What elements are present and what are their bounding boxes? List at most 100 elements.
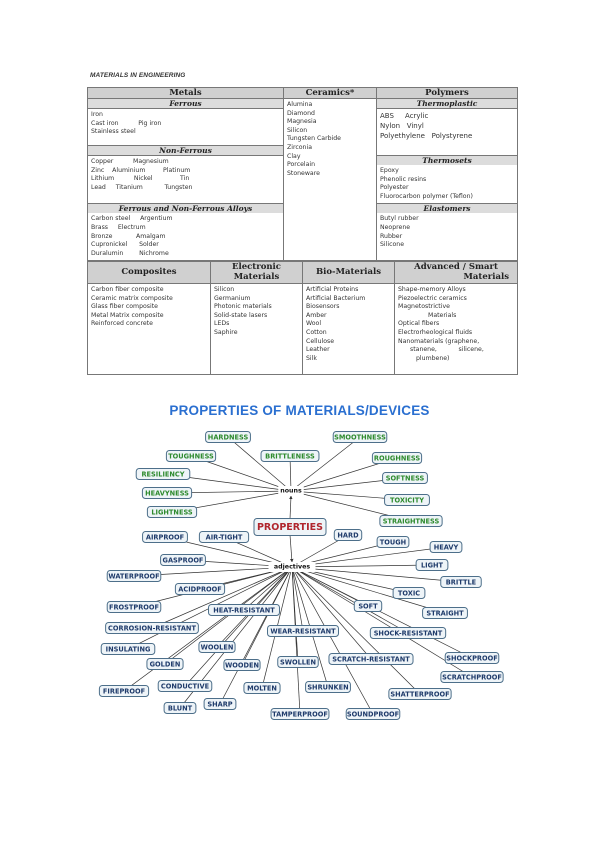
smart-item: Shape-memory Alloys — [398, 286, 466, 293]
nonferrous-line: Lead Titanium Tungsten — [91, 183, 193, 191]
map-node-box — [157, 680, 213, 692]
bio-list: Artificial Proteins Artificial Bacterium… — [302, 283, 395, 375]
map-node-label: STRAIGHTNESS — [383, 518, 440, 526]
thermosets-line: Polyester — [380, 184, 409, 192]
elastomers-header: Elastomers — [377, 204, 517, 214]
alloys-line: Brass Electrum — [91, 223, 146, 231]
map-node-box — [267, 625, 339, 637]
nonferrous-line: Copper Magnesium — [91, 158, 169, 165]
noun-link — [227, 436, 292, 492]
thermosets-header: Thermosets — [377, 156, 517, 165]
smart-item: Materials — [428, 311, 457, 319]
map-node-label: SHATTERPROOF — [390, 691, 449, 699]
thermosets-line: Epoxy — [380, 167, 399, 174]
properties-to-nouns-link — [289, 495, 293, 520]
map-node-straight: STRAIGHT — [422, 607, 468, 619]
map-node-box — [440, 576, 482, 588]
ceramics-item: Stoneware — [287, 169, 320, 177]
map-node-box — [198, 531, 250, 543]
map-node-box — [100, 643, 156, 655]
thermoplastic-line: Nylon Vinyl — [380, 122, 424, 130]
map-node-box — [332, 431, 388, 443]
map-node-box — [415, 559, 449, 571]
adjective-link — [291, 566, 446, 614]
map-node-toxicity: TOXICITY — [384, 494, 430, 506]
map-node-box — [208, 604, 280, 616]
map-node-airproof: AIRPROOF — [142, 531, 188, 543]
alloys-header: Ferrous and Non-Ferrous Alloys — [88, 204, 283, 214]
ceramics-item: Clay — [287, 152, 301, 160]
map-node-label: TOUGH — [380, 539, 406, 547]
map-node-label: SHOCK-RESISTANT — [374, 630, 443, 638]
map-node-box — [165, 450, 217, 462]
properties-center-node: PROPERTIES — [253, 518, 327, 536]
adjective-link — [291, 566, 305, 632]
map-node-light: LIGHT — [415, 559, 449, 571]
composites-item: Metal Matrix composite — [91, 311, 164, 319]
ceramics-item: Zirconia — [287, 143, 312, 151]
nonferrous-list: Copper Magnesium Zinc Aluminium Platinum… — [87, 154, 284, 205]
map-node-woolen: WOOLEN — [198, 641, 236, 653]
map-node-label: CONDUCTIVE — [161, 683, 210, 691]
smart-item: Piezoelectric ceramics — [398, 294, 467, 302]
bio-item: Biosensors — [306, 303, 340, 311]
map-node-box — [160, 554, 206, 566]
map-node-label: HARD — [337, 532, 359, 540]
map-node-acidproof: ACIDPROOF — [174, 583, 226, 595]
smart-item: Optical fibers — [398, 320, 440, 328]
map-node-shockproof: SHOCKPROOF — [444, 652, 500, 664]
map-node-label: SOFT — [358, 603, 378, 611]
map-node-blunt: BLUNT — [163, 702, 197, 714]
adjective-link — [291, 566, 409, 634]
map-node-box — [141, 487, 193, 499]
map-node-box — [392, 587, 426, 599]
map-node-box — [277, 656, 319, 668]
ceramics-item: Tungsten Carbide — [287, 135, 341, 143]
map-node-molten: MOLTEN — [243, 682, 281, 694]
map-node-scratch-resistant: SCRATCH-RESISTANT — [328, 653, 414, 665]
map-node-box — [382, 472, 428, 484]
electronic-item: Photonic materials — [214, 303, 272, 311]
nonferrous-line: Zinc Aluminium Platinum — [91, 166, 191, 174]
map-node-box — [376, 536, 410, 548]
nonferrous-line: Lithium Nickel Tin — [91, 175, 190, 183]
map-node-label: MOLTEN — [247, 685, 277, 693]
map-node-scratchproof: SCRATCHPROOF — [440, 671, 504, 683]
composites-item: Ceramic matrix composite — [91, 294, 173, 302]
ceramics-list: Alumina Diamond Magnesia Silicon Tungste… — [283, 97, 377, 262]
map-node-lightness: LIGHTNESS — [146, 506, 198, 518]
map-node-box — [429, 541, 463, 553]
map-node-shatterproof: SHATTERPROOF — [388, 688, 452, 700]
map-node-sharp: SHARP — [203, 698, 237, 710]
map-node-box — [198, 641, 236, 653]
map-node-hard: HARD — [333, 529, 363, 541]
adjectives-hub-label: adjectives — [274, 564, 310, 571]
map-node-box — [379, 515, 443, 527]
map-node-shrunken: SHRUNKEN — [305, 681, 351, 693]
map-node-label: ROUGHNESS — [374, 455, 420, 463]
adjective-link — [243, 566, 293, 611]
nouns-hub-bg — [278, 486, 304, 496]
map-node-label: SMOOTHNESS — [334, 434, 386, 442]
map-node-box — [388, 688, 452, 700]
map-node-label: STRAIGHT — [426, 610, 464, 618]
electronic-item: LEDs — [214, 320, 230, 328]
map-node-label: SWOLLEN — [280, 659, 316, 667]
adjective-link — [123, 566, 293, 692]
ceramics-item: Alumina — [287, 101, 313, 108]
map-node-box — [270, 708, 330, 720]
adjective-link — [291, 545, 447, 568]
map-node-conductive: CONDUCTIVE — [157, 680, 213, 692]
smart-list: Shape-memory Alloys Piezoelectric cerami… — [394, 283, 518, 375]
map-node-label: BRITTLE — [446, 579, 477, 587]
map-node-label: GASPROOF — [163, 557, 204, 565]
map-node-label: FROSTPROOF — [109, 604, 159, 612]
adjectives-hub-bg — [268, 562, 316, 572]
materials-table-top: Metals Ceramics* Polymers Ferrous Alumin… — [87, 87, 518, 262]
map-node-box — [384, 494, 430, 506]
composites-list: Carbon fiber composite Ceramic matrix co… — [87, 283, 211, 375]
elastomers-line: Rubber — [380, 232, 403, 240]
nouns-hub-label: nouns — [280, 488, 302, 495]
thermosets-line: Phenolic resins — [380, 175, 427, 183]
